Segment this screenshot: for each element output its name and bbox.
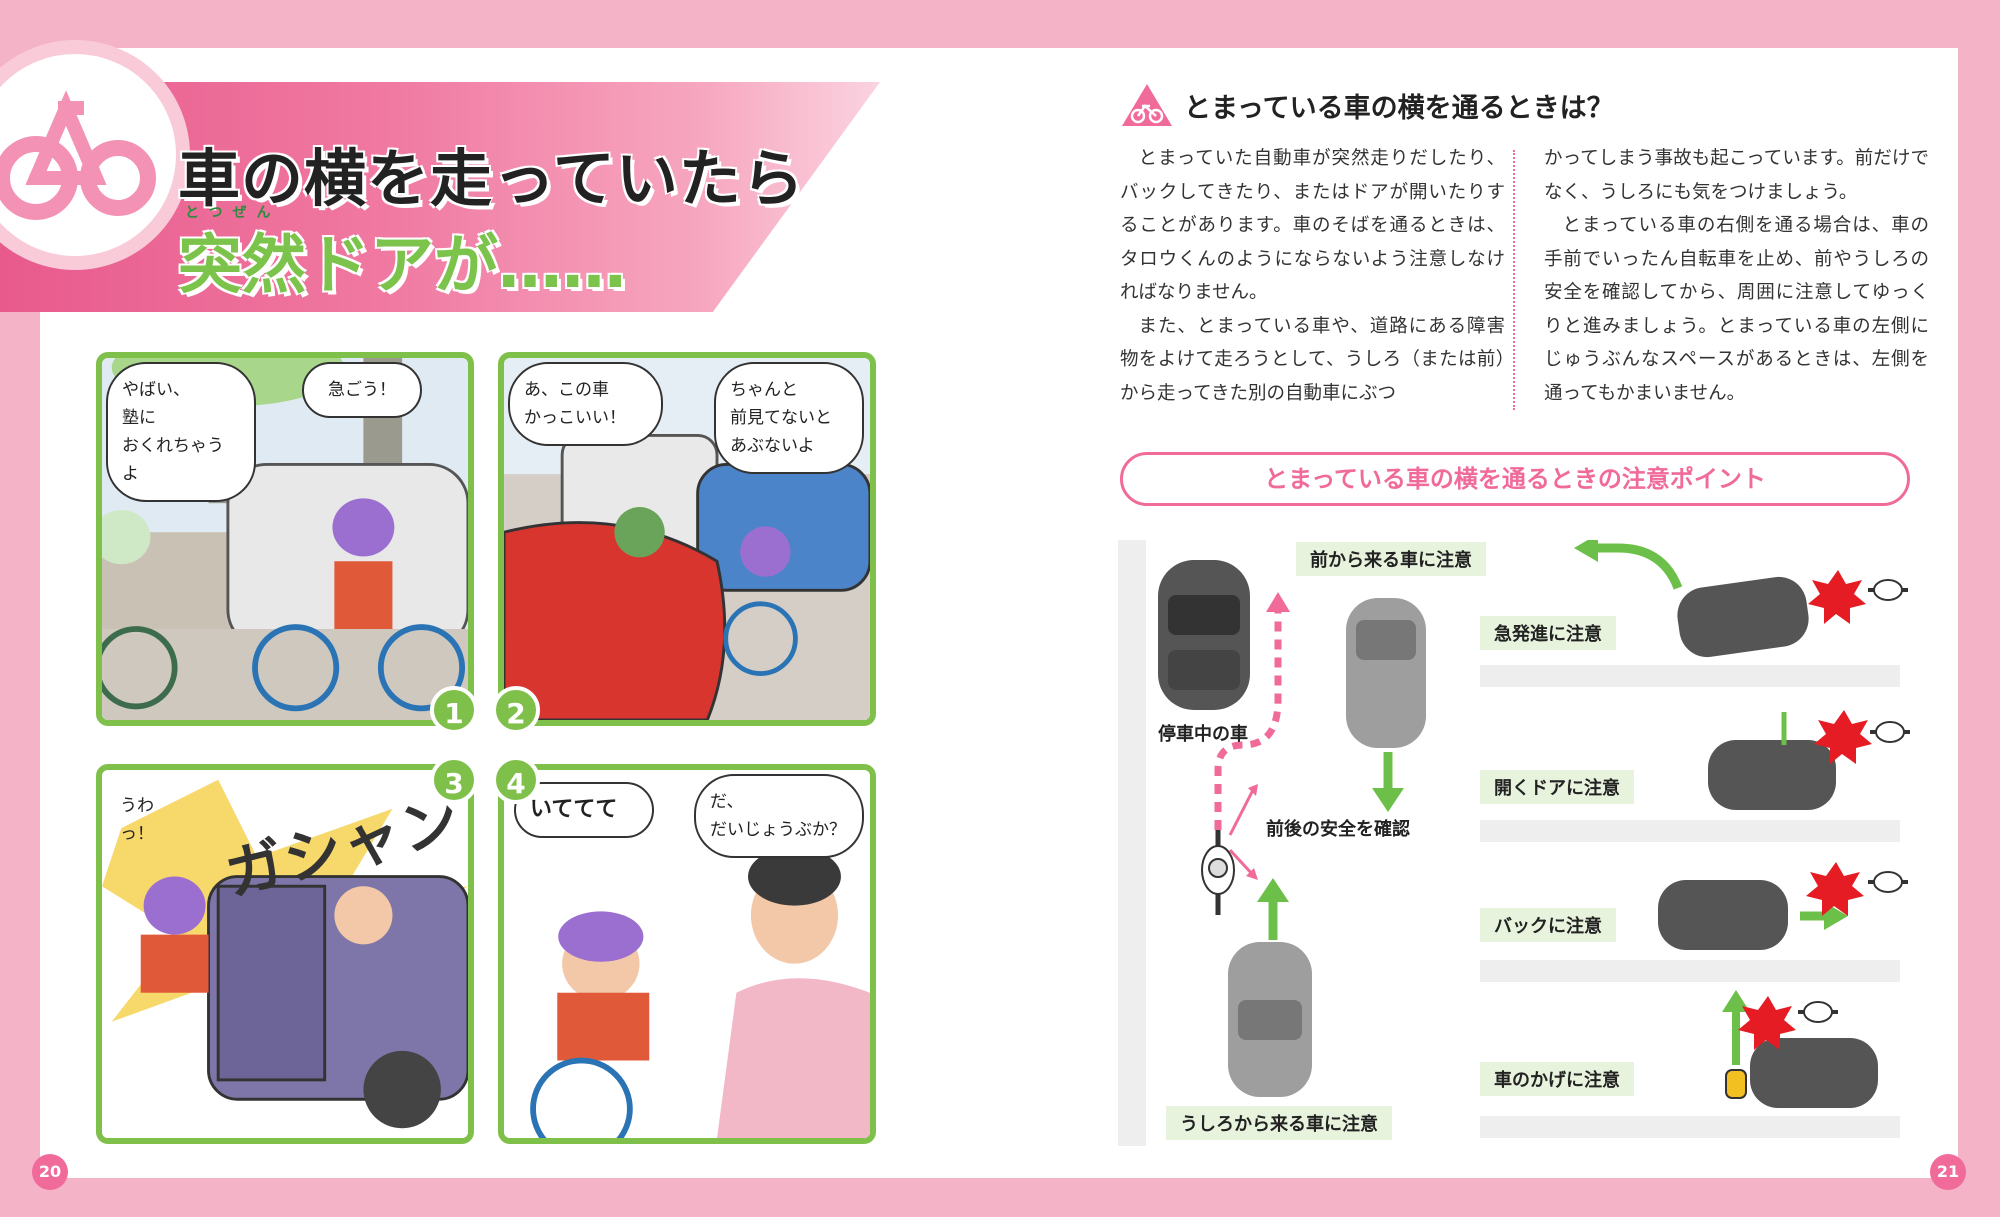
panel-number-3: 3 [430,756,478,804]
curb [1118,540,1146,1146]
label-sudden-start: 急発進に注意 [1480,616,1616,650]
scene-red-sports-car [504,358,870,720]
paragraph: また、とまっている車や、道路にある障害物をよけて走ろうとして、うしろ（または前）… [1120,315,1505,404]
comic-panel-3: うわっ！ ガシャン [96,764,474,1144]
speech-bubble: いててて [514,782,654,838]
label-parked-car: 停車中の車 [1158,724,1248,745]
scene-door-crash [102,770,468,1138]
page-title-line2: 突然ドアが…… [178,229,626,303]
label-opening-door: 開くドアに注意 [1480,770,1634,804]
diagram-graphics [1158,540,1910,1108]
page-number-right: 21 [1930,1154,1966,1190]
label-reverse: バックに注意 [1480,908,1616,942]
label-check-safety: 前後の安全を確認 [1266,819,1410,840]
bicycle-warning-icon [1122,84,1172,126]
road-stripe [1480,820,1900,842]
cyclist [1201,830,1235,915]
column-divider [1513,150,1515,410]
label-front-car: 前から来る車に注意 [1296,542,1486,576]
rear-car [1228,942,1312,1097]
title-ruby: とつぜん [185,205,281,221]
paragraph: かってしまう事故も起こっています。前だけでなく、うしろにも気をつけましょう。 [1544,148,1929,203]
road-stripe [1480,1116,1900,1138]
panel-number-2: 2 [492,686,540,734]
parked-car [1158,560,1250,710]
comic-panel-4: いててて だ、 だいじょうぶか？ [498,764,876,1144]
panel-number-4: 4 [492,756,540,804]
speech-bubble: だ、 だいじょうぶか？ [694,774,864,858]
scenario-opening-door [1708,710,1910,810]
points-heading: とまっている車の横を通るときの注意ポイント [1120,452,1910,506]
paragraph: とまっていた自動車が突然走りだしたり、バックしてきたり、またはドアが開いたりする… [1120,148,1505,303]
speech-bubble: ちゃんと 前見てないと あぶないよ [714,362,864,474]
speech-bubble: やばい、 塾に おくれちゃうよ [106,362,256,502]
comic-panel-2: あ、この車 かっこいい！ ちゃんと 前見てないと あぶないよ [498,352,876,726]
scenario-sudden-start [1574,540,1908,658]
speech-bubble: うわっ！ [120,796,154,844]
scene-street-parked-car [102,358,468,720]
page-title-line1: 車の横を走っていたら [178,142,805,215]
label-car-shadow: 車のかげに注意 [1480,1062,1634,1096]
speech-bubble: 急ごう！ [302,362,422,418]
oncoming-car [1346,598,1426,748]
paragraph: とまっている車の右側を通る場合は、車の手前でいったん自転車を止め、前やうしろの安… [1544,215,1929,404]
panel-number-1: 1 [430,686,478,734]
scenario-car-shadow [1722,990,1878,1108]
body-column-2: かってしまう事故も起こっています。前だけでなく、うしろにも気をつけましょう。 と… [1544,142,1929,410]
page-number-left: 20 [32,1154,68,1190]
comic-panel-1: やばい、 塾に おくれちゃうよ 急ごう！ [96,352,474,726]
label-rear-car: うしろから来る車に注意 [1166,1106,1392,1140]
body-column-1: とまっていた自動車が突然走りだしたり、バックしてきたり、またはドアが開いたりする… [1120,142,1505,410]
section-title: とまっている車の横を通るときは？ [1184,93,1614,124]
bicycle-icon [0,90,156,220]
speech-bubble: あ、この車 かっこいい！ [508,362,663,446]
safety-diagram: 前から来る車に注意 停車中の車 前後の安全を確認 うしろから来る車に注意 急発進… [1118,540,1918,1150]
scenario-reverse [1658,862,1908,950]
road-stripe [1480,665,1900,687]
road-stripe [1480,960,1900,982]
